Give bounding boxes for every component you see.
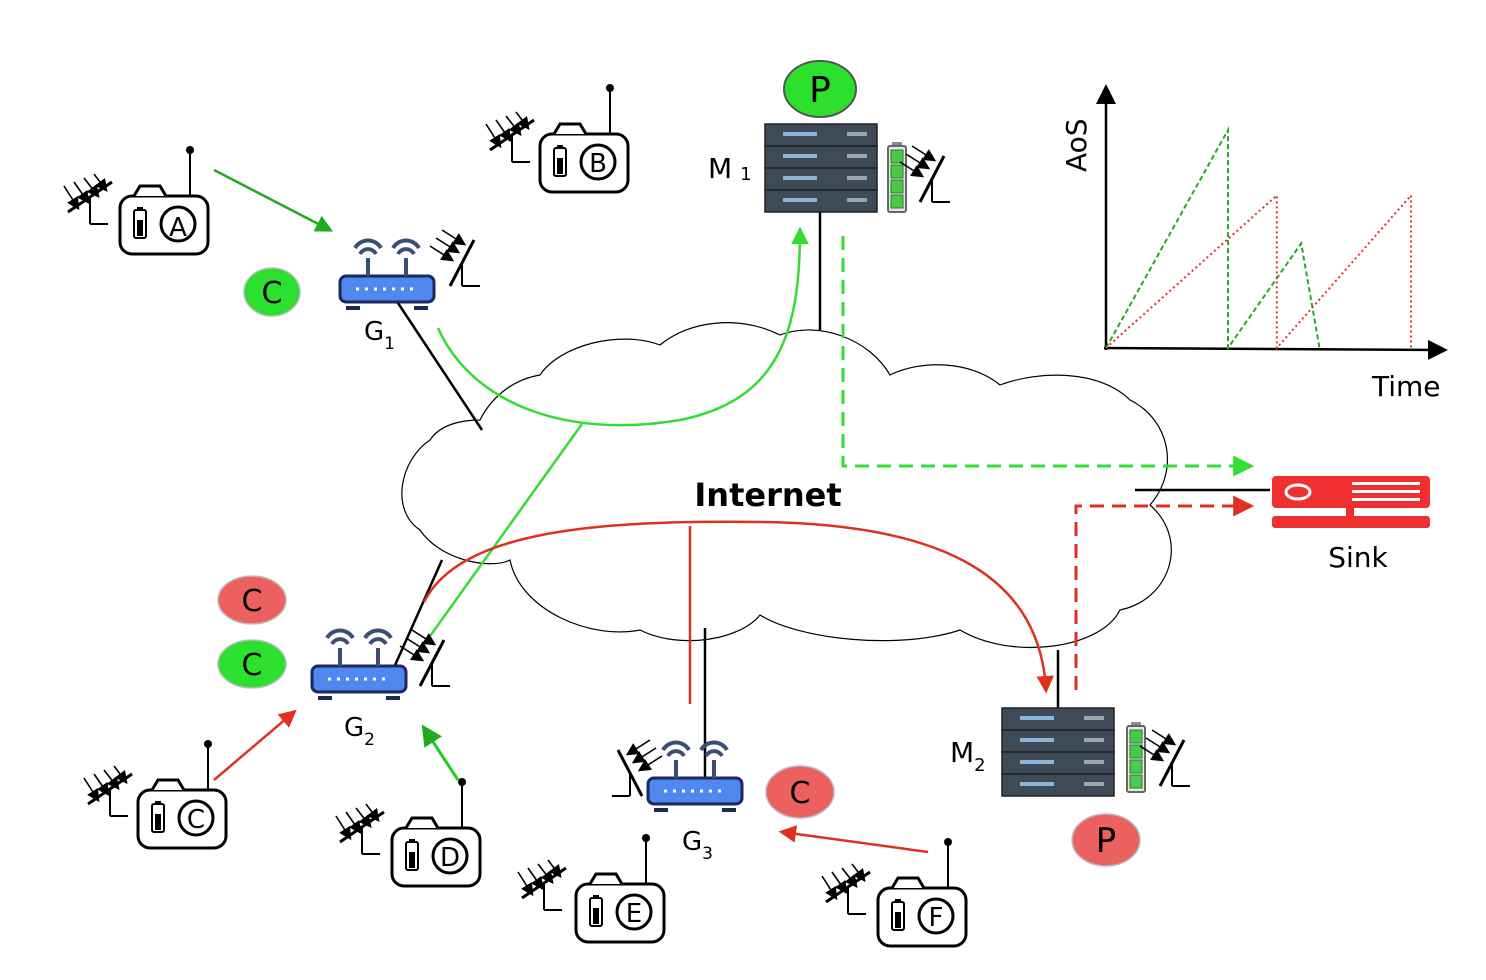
aos-x-label: Time (1371, 370, 1441, 403)
g1-sub: 1 (384, 334, 395, 354)
svg-text:C: C (242, 584, 263, 619)
g1-name: G (364, 317, 384, 347)
server-m2: M2 (950, 707, 1190, 797)
camera-c: C (84, 738, 228, 850)
internet-cloud (401, 322, 1172, 648)
flow-g1-to-m1 (436, 226, 809, 427)
m2-name: M (950, 736, 974, 769)
svg-text:C: C (262, 276, 283, 311)
svg-text:G3: G3 (682, 827, 713, 864)
link-g1-cloud (394, 299, 484, 431)
camera-e-label: E (626, 899, 642, 929)
gateway-g3: G3 (612, 740, 744, 864)
camera-c-label: C (187, 805, 205, 835)
camera-a-label: A (169, 213, 187, 243)
camera-d: D (336, 776, 482, 888)
camera-a: A (64, 144, 210, 256)
badge-c-red-g3: C (765, 765, 835, 819)
aos-series-group (1105, 126, 1412, 352)
camera-b-label: B (589, 149, 607, 179)
camera-d-label: D (440, 843, 460, 873)
svg-text:C: C (790, 776, 811, 811)
camera-f-label: F (929, 903, 944, 933)
svg-text:G1: G1 (364, 317, 395, 354)
g3-sub: 3 (702, 844, 713, 864)
badge-p-m2: P (1071, 813, 1141, 867)
svg-text:C: C (242, 648, 263, 683)
svg-text:M1: M1 (708, 152, 752, 185)
aos-series-green (1105, 126, 1321, 352)
g2-sub: 2 (364, 730, 375, 750)
aos-x-axis (1103, 339, 1448, 360)
m1-name: M (708, 152, 732, 185)
svg-text:P: P (809, 70, 831, 111)
gateway-g1: G1 (338, 230, 480, 354)
camera-f: F (822, 836, 968, 948)
svg-text:M2: M2 (950, 736, 986, 776)
svg-text:P: P (1096, 821, 1117, 861)
aos-y-label: AoS (1060, 118, 1093, 172)
arrow-c-to-g2 (213, 709, 297, 781)
camera-e: E (518, 832, 666, 944)
badge-c-g1: C (243, 267, 301, 317)
camera-b: B (486, 82, 630, 194)
flow-g2-to-m2 (422, 520, 1054, 694)
m1-sub: 1 (740, 164, 751, 185)
arrow-a-to-g1 (213, 168, 334, 232)
badge-p-m1: P (783, 60, 857, 118)
arrow-f-to-g3 (778, 825, 929, 854)
aos-series-red (1105, 192, 1412, 351)
link-g2-cloud (390, 559, 444, 673)
m2-sub: 2 (974, 755, 985, 776)
g3-name: G (682, 827, 702, 857)
sink: Sink (1272, 476, 1430, 574)
svg-text:G2: G2 (344, 713, 375, 750)
flow-m2-to-sink (1074, 495, 1255, 690)
badge-c-green-g2: C (217, 639, 287, 689)
gateway-g2: G2 (310, 628, 450, 750)
arrow-d-to-g2 (421, 724, 460, 781)
badge-c-red-g2: C (217, 575, 287, 625)
flow-g2-green (418, 423, 584, 651)
sink-label: Sink (1328, 541, 1388, 574)
internet-label: Internet (694, 476, 841, 514)
g2-name: G (344, 713, 364, 743)
aos-chart: AoS Time (1060, 84, 1448, 403)
flow-m1-to-sink (841, 236, 1255, 477)
